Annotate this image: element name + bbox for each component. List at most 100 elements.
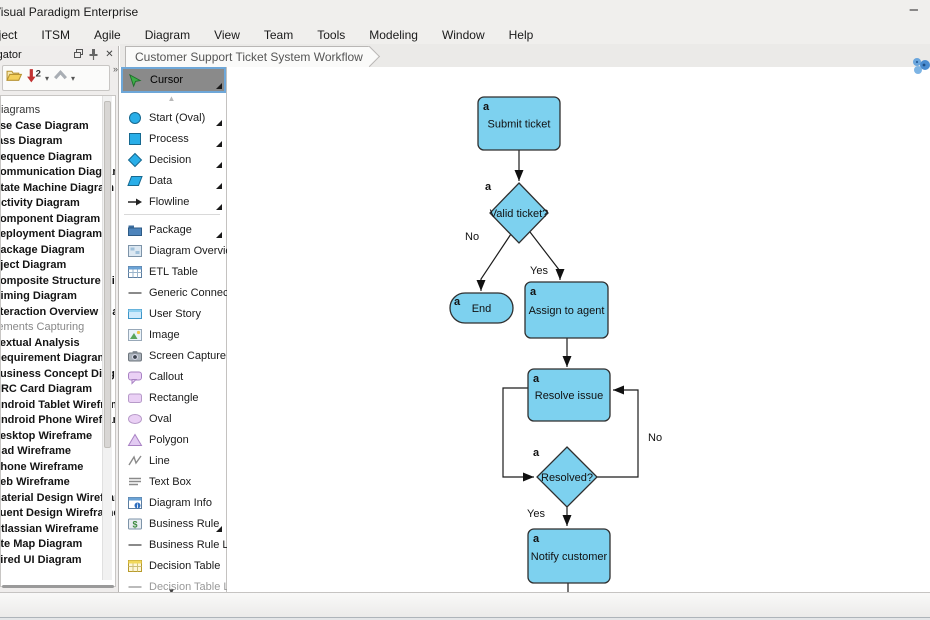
- nav-item-class-diagram[interactable]: Class Diagram: [1, 135, 63, 147]
- menu-tools[interactable]: Tools: [317, 28, 346, 42]
- nav-item-interaction-overview-diagram[interactable]: Interaction Overview Diagram: [0, 305, 115, 318]
- diagram-info-icon-wrap: i: [126, 495, 143, 511]
- float-panel-button[interactable]: [72, 48, 85, 61]
- palette-item-text-box[interactable]: Text Box: [122, 471, 224, 492]
- nav-item-fluent-design-wireframe[interactable]: Fluent Design Wireframe: [0, 507, 116, 519]
- nav-item-crc-card-diagram[interactable]: CRC Card Diagram: [0, 383, 93, 395]
- flow-edge-resolved-no-to-resolve[interactable]: [597, 389, 639, 478]
- palette-item-user-story[interactable]: User Story: [122, 303, 224, 324]
- palette-item-callout[interactable]: Callout: [122, 366, 224, 387]
- flow-node-notify-customer[interactable]: [527, 528, 611, 584]
- tab-customer-support-ticket-system-workflow[interactable]: Customer Support Ticket System Workflow: [125, 46, 369, 68]
- palette-scroll-up-arrow[interactable]: ▲: [167, 94, 176, 103]
- menu-project[interactable]: Project: [0, 28, 18, 42]
- dropdown-caret-icon[interactable]: ▾: [71, 73, 76, 83]
- palette-item-cursor[interactable]: Cursor: [121, 67, 226, 93]
- palette-item-diagram-overview[interactable]: Diagram Overview: [122, 240, 239, 261]
- palette-item-decision[interactable]: Decision: [122, 149, 224, 170]
- nav-item-requirements-capturing[interactable]: Requirements Capturing: [0, 321, 85, 333]
- flow-edge-valid-no-to-end[interactable]: [480, 233, 512, 291]
- nav-item-component-diagram[interactable]: Component Diagram: [0, 212, 101, 225]
- menu-itsm[interactable]: ITSM: [41, 28, 71, 42]
- sort-descending-button[interactable]: 2: [26, 67, 43, 89]
- palette-item-business-rule-link[interactable]: Business Rule Link: [122, 534, 243, 555]
- open-folder-button[interactable]: [6, 67, 23, 89]
- flow-node-assign-to-agent[interactable]: [524, 281, 609, 339]
- close-panel-button[interactable]: ✕: [103, 48, 116, 61]
- nav-item-wired-ui-diagram[interactable]: Wired UI Diagram: [0, 553, 82, 566]
- nav-item-android-tablet-wireframe[interactable]: Android Tablet Wireframe: [0, 398, 115, 411]
- nav-item-ipad-wireframe[interactable]: iPad Wireframe: [1, 445, 71, 457]
- nav-item-web-wireframe[interactable]: Web Wireframe: [0, 476, 70, 488]
- collaboration-icon[interactable]: [909, 56, 930, 81]
- nav-item-textual-analysis[interactable]: Textual Analysis: [0, 336, 80, 349]
- nav-item-communication-diagram[interactable]: Communication Diagram: [0, 166, 115, 178]
- minimize-button[interactable]: –: [909, 1, 918, 18]
- flow-node-end[interactable]: [449, 292, 514, 324]
- menu-agile[interactable]: Agile: [94, 28, 121, 42]
- flow-edge-resolve-to-resolved[interactable]: [502, 387, 534, 478]
- navigator-horizontal-scrollbar[interactable]: [2, 585, 114, 588]
- nav-item-atlassian-wireframe[interactable]: Atlassian Wireframe: [0, 522, 99, 535]
- nav-item-android-phone-wireframe[interactable]: Android Phone Wireframe: [0, 414, 115, 426]
- flow-node-valid-ticket[interactable]: [489, 182, 549, 244]
- flow-guard-label-0-no: No: [465, 231, 479, 243]
- palette-item-package[interactable]: Package: [122, 219, 224, 240]
- scrollbar-thumb[interactable]: [104, 101, 111, 448]
- palette-item-rectangle[interactable]: Rectangle: [122, 387, 224, 408]
- menu-team[interactable]: Team: [263, 28, 294, 42]
- menu-window[interactable]: Window: [441, 28, 485, 42]
- palette-item-label: Data: [149, 174, 173, 187]
- process-icon: [128, 132, 141, 145]
- flow-node-resolve-issue[interactable]: [527, 368, 611, 422]
- palette-item-start-oval[interactable]: Start (Oval): [122, 107, 224, 128]
- nav-item-requirement-diagram[interactable]: Requirement Diagram: [0, 352, 108, 364]
- palette-item-etl-table[interactable]: ETL Table: [122, 261, 224, 282]
- nav-item-timing-diagram[interactable]: Timing Diagram: [0, 290, 77, 302]
- nav-item-deployment-diagram[interactable]: Deployment Diagram: [0, 228, 103, 240]
- flow-node-resolved[interactable]: [536, 446, 598, 508]
- palette-item-data[interactable]: Data: [122, 170, 224, 191]
- palette-item-polygon[interactable]: Polygon: [122, 429, 224, 450]
- menu-diagram[interactable]: Diagram: [144, 28, 191, 42]
- polygon-icon-wrap: [126, 432, 143, 448]
- nav-item-composite-structure-diagram[interactable]: Composite Structure Diagram: [0, 274, 115, 287]
- flow-node-submit-ticket[interactable]: [477, 96, 561, 151]
- submenu-wedge-icon: [216, 526, 222, 532]
- collapse-up-button[interactable]: [52, 67, 69, 89]
- menu-modeling[interactable]: Modeling: [369, 28, 418, 42]
- nav-item-state-machine-diagram[interactable]: State Machine Diagram: [0, 181, 115, 194]
- palette-item-decision-table-link[interactable]: Decision Table Link: [122, 576, 244, 597]
- cursor-icon-wrap: [127, 73, 144, 88]
- nav-item-object-diagram[interactable]: Object Diagram: [0, 259, 67, 271]
- nav-item-iphone-wireframe[interactable]: iPhone Wireframe: [0, 460, 84, 473]
- nav-item-sequence-diagram[interactable]: Sequence Diagram: [0, 150, 93, 163]
- nav-item-desktop-wireframe[interactable]: Desktop Wireframe: [0, 429, 93, 442]
- palette-scroll-down-arrow[interactable]: ▼: [120, 587, 223, 596]
- nav-item-use-case-diagram[interactable]: Use Case Diagram: [0, 119, 89, 132]
- palette-item-decision-table[interactable]: Decision Table: [122, 555, 224, 576]
- toolbar-overflow-button[interactable]: »: [112, 64, 118, 74]
- menu-view[interactable]: View: [214, 28, 240, 42]
- palette-item-oval[interactable]: Oval: [122, 408, 224, 429]
- navigator-vertical-scrollbar[interactable]: [102, 96, 112, 580]
- nav-item-site-map-diagram[interactable]: Site Map Diagram: [0, 538, 83, 550]
- nav-item-material-design-wireframe[interactable]: Material Design Wireframe: [1, 491, 115, 504]
- nav-item-package-diagram[interactable]: Package Diagram: [0, 243, 85, 256]
- palette-item-generic-connector[interactable]: Generic Connector: [122, 282, 241, 303]
- palette-item-business-rule[interactable]: $Business Rule: [122, 513, 224, 534]
- palette-item-screen-capture[interactable]: Screen Capture: [122, 345, 226, 366]
- pin-panel-button[interactable]: [87, 48, 100, 61]
- palette-item-line[interactable]: Line: [122, 450, 224, 471]
- nav-item-business-concept-diagram[interactable]: Business Concept Diagram: [0, 367, 115, 380]
- nav-item-activity-diagram[interactable]: Activity Diagram: [0, 197, 80, 209]
- palette-item-process[interactable]: Process: [122, 128, 224, 149]
- dropdown-caret-icon[interactable]: ▾: [45, 73, 50, 83]
- palette-item-image[interactable]: Image: [122, 324, 224, 345]
- palette-item-flowline[interactable]: Flowline: [122, 191, 224, 212]
- float-icon: [74, 49, 83, 58]
- menu-help[interactable]: Help: [508, 28, 534, 42]
